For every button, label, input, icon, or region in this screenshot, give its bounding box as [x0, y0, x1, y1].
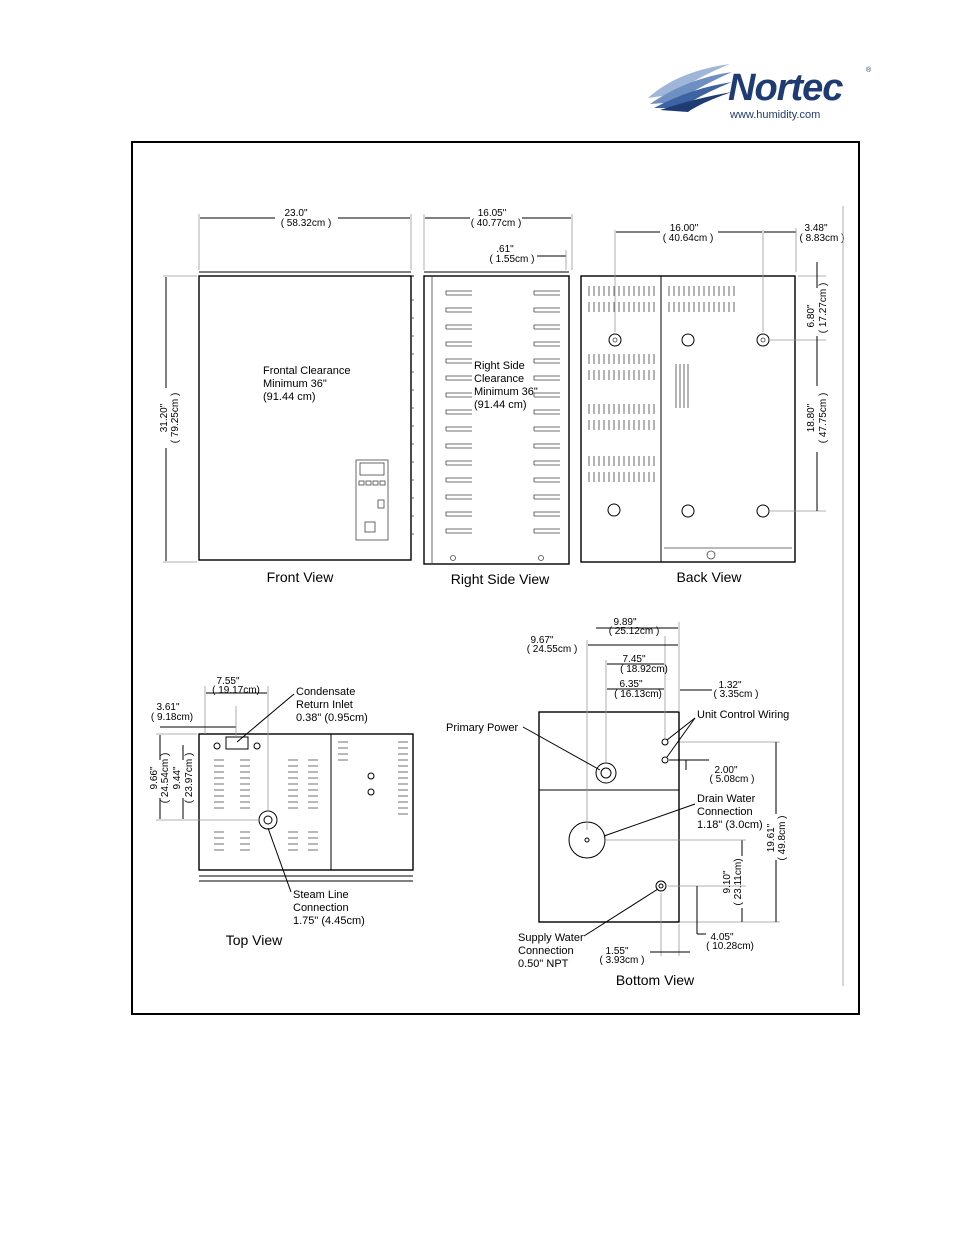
condensate-inlet-port	[225, 736, 249, 750]
bottom-989-cm: ( 25.12cm )	[609, 626, 660, 637]
registered-mark: ®	[866, 66, 872, 74]
display-screen	[359, 462, 385, 476]
nortec-logo: Nortec ® www.humidity.com	[640, 58, 880, 124]
bottom-155-cm: ( 3.93cm )	[599, 955, 644, 966]
side-cabinet	[423, 275, 570, 565]
control-panel	[355, 459, 389, 541]
top-view: 7.55" ( 19.17cm) 3.61" ( 9.18cm) 9.66" (…	[149, 676, 414, 948]
brand-name: Nortec	[728, 67, 843, 109]
back-span-cm: ( 47.75cm )	[818, 393, 829, 444]
front-width-in: 23.0"	[284, 208, 307, 219]
back-edge-in: 3.48"	[804, 223, 827, 234]
back-view: 16.00" ( 40.64cm ) 3.48" ( 8.83cm ) 6.80…	[580, 206, 845, 986]
front-clearance-line3: (91.44 cm)	[263, 391, 316, 403]
side-depth-cm: ( 40.77cm )	[471, 218, 522, 229]
top-cabinet	[198, 733, 414, 871]
bottom-910-cm: ( 23.11cm)	[733, 858, 744, 905]
primary-power-port	[595, 762, 617, 784]
top-d4-in: 9.44"	[172, 766, 183, 789]
top-d1-in: 7.55"	[216, 676, 239, 687]
right-side-view: 16.05" ( 40.77cm ) .61" ( 1.55cm ) Right…	[423, 208, 573, 587]
bottom-155-in: 1.55"	[605, 946, 628, 957]
back-vents	[588, 286, 735, 482]
bottom-910-in: 9.10"	[722, 870, 733, 893]
top-d2-cm: ( 9.18cm)	[151, 712, 193, 723]
bottom-405-in: 4.05"	[710, 932, 733, 943]
steam-line-port	[258, 810, 278, 830]
dimension-drawing-frame	[131, 141, 860, 1015]
side-view-caption: Right Side View	[451, 571, 550, 587]
back-top-cm: ( 17.27cm )	[818, 283, 829, 334]
bottom-1961-cm: ( 49.8cm )	[777, 815, 788, 860]
steam-label-line2: Connection	[293, 902, 349, 914]
top-d4-cm: ( 23.97cm )	[184, 753, 195, 804]
drain-label-line2: Connection	[697, 806, 753, 818]
front-clearance-line1: Frontal Clearance	[263, 365, 350, 377]
power-switch	[364, 521, 376, 533]
top-d3-cm: ( 24.54cm )	[160, 753, 171, 804]
bottom-132-cm: ( 3.35cm )	[713, 689, 758, 700]
condensate-label-line2: Return Inlet	[296, 699, 353, 711]
back-edge-cm: ( 8.83cm )	[799, 233, 844, 244]
top-d2-in: 3.61"	[156, 702, 179, 713]
front-clearance-line2: Minimum 36"	[263, 378, 327, 390]
front-view: 23.0" ( 58.32cm ) 31.20" ( 79.25cm ) Fro…	[159, 208, 414, 585]
back-width-cm: ( 40.64cm )	[663, 233, 714, 244]
side-clearance-line1: Right Side	[474, 360, 525, 372]
bottom-635-in: 6.35"	[619, 679, 642, 690]
bottom-200-in: 2.00"	[714, 765, 737, 776]
front-cabinet	[198, 275, 412, 561]
side-offset-in: .61"	[496, 244, 514, 255]
bottom-132-in: 1.32"	[718, 680, 741, 691]
side-clearance-line3: Minimum 36"	[474, 386, 538, 398]
brand-url: www.humidity.com	[729, 109, 820, 121]
front-height-in: 31.20"	[159, 403, 170, 432]
bottom-635-cm: ( 16.13cm)	[614, 689, 662, 700]
back-top-in: 6.80"	[806, 304, 817, 327]
back-span-in: 18.80"	[806, 403, 817, 432]
supply-label-line1: Supply Water	[518, 932, 584, 944]
front-height-cm: ( 79.25cm )	[170, 393, 181, 444]
side-depth-in: 16.05"	[478, 208, 507, 219]
bottom-1961-in: 19.61"	[766, 823, 777, 852]
top-vents	[214, 741, 408, 851]
unit-control-wiring-label: Unit Control Wiring	[697, 709, 789, 721]
back-view-caption: Back View	[676, 569, 742, 585]
side-clearance-line4: (91.44 cm)	[474, 399, 527, 411]
bottom-745-in: 7.45"	[622, 654, 645, 665]
front-width-cm: ( 58.32cm )	[281, 218, 332, 229]
front-view-caption: Front View	[267, 569, 335, 585]
bottom-745-cm: ( 18.92cm)	[620, 664, 668, 675]
side-louvers	[445, 290, 560, 534]
bottom-view: 9.89" ( 25.12cm ) 9.67" ( 24.55cm ) 7.45…	[446, 617, 789, 988]
drain-label-line1: Drain Water	[697, 793, 756, 805]
side-clearance-line2: Clearance	[474, 373, 524, 385]
bottom-200-cm: ( 5.08cm )	[709, 774, 754, 785]
back-width-in: 16.00"	[670, 223, 699, 234]
bottom-989-in: 9.89"	[613, 617, 636, 628]
bottom-view-caption: Bottom View	[616, 972, 695, 988]
top-d3-in: 9.66"	[149, 766, 160, 789]
back-cabinet	[580, 275, 796, 563]
supply-water-port	[655, 880, 667, 892]
primary-power-label: Primary Power	[446, 722, 518, 734]
bottom-967-cm: ( 24.55cm )	[527, 644, 578, 655]
condensate-label-line3: 0.38" (0.95cm)	[296, 712, 368, 724]
side-offset-cm: ( 1.55cm )	[489, 254, 534, 265]
steam-label-line1: Steam Line	[293, 889, 349, 901]
bottom-cabinet	[538, 711, 680, 923]
bottom-967-in: 9.67"	[530, 635, 553, 646]
supply-label-line2: Connection	[518, 945, 574, 957]
condensate-label-line1: Condensate	[296, 686, 355, 698]
supply-label-line3: 0.50" NPT	[518, 958, 569, 970]
drain-label-line3: 1.18" (3.0cm)	[697, 819, 763, 831]
top-d1-cm: ( 19.17cm)	[212, 685, 260, 696]
steam-label-line3: 1.75" (4.45cm)	[293, 915, 365, 927]
top-view-caption: Top View	[226, 932, 283, 948]
nortec-wave-icon: Nortec ® www.humidity.com	[648, 64, 872, 121]
bottom-405-cm: ( 10.28cm)	[706, 941, 754, 952]
